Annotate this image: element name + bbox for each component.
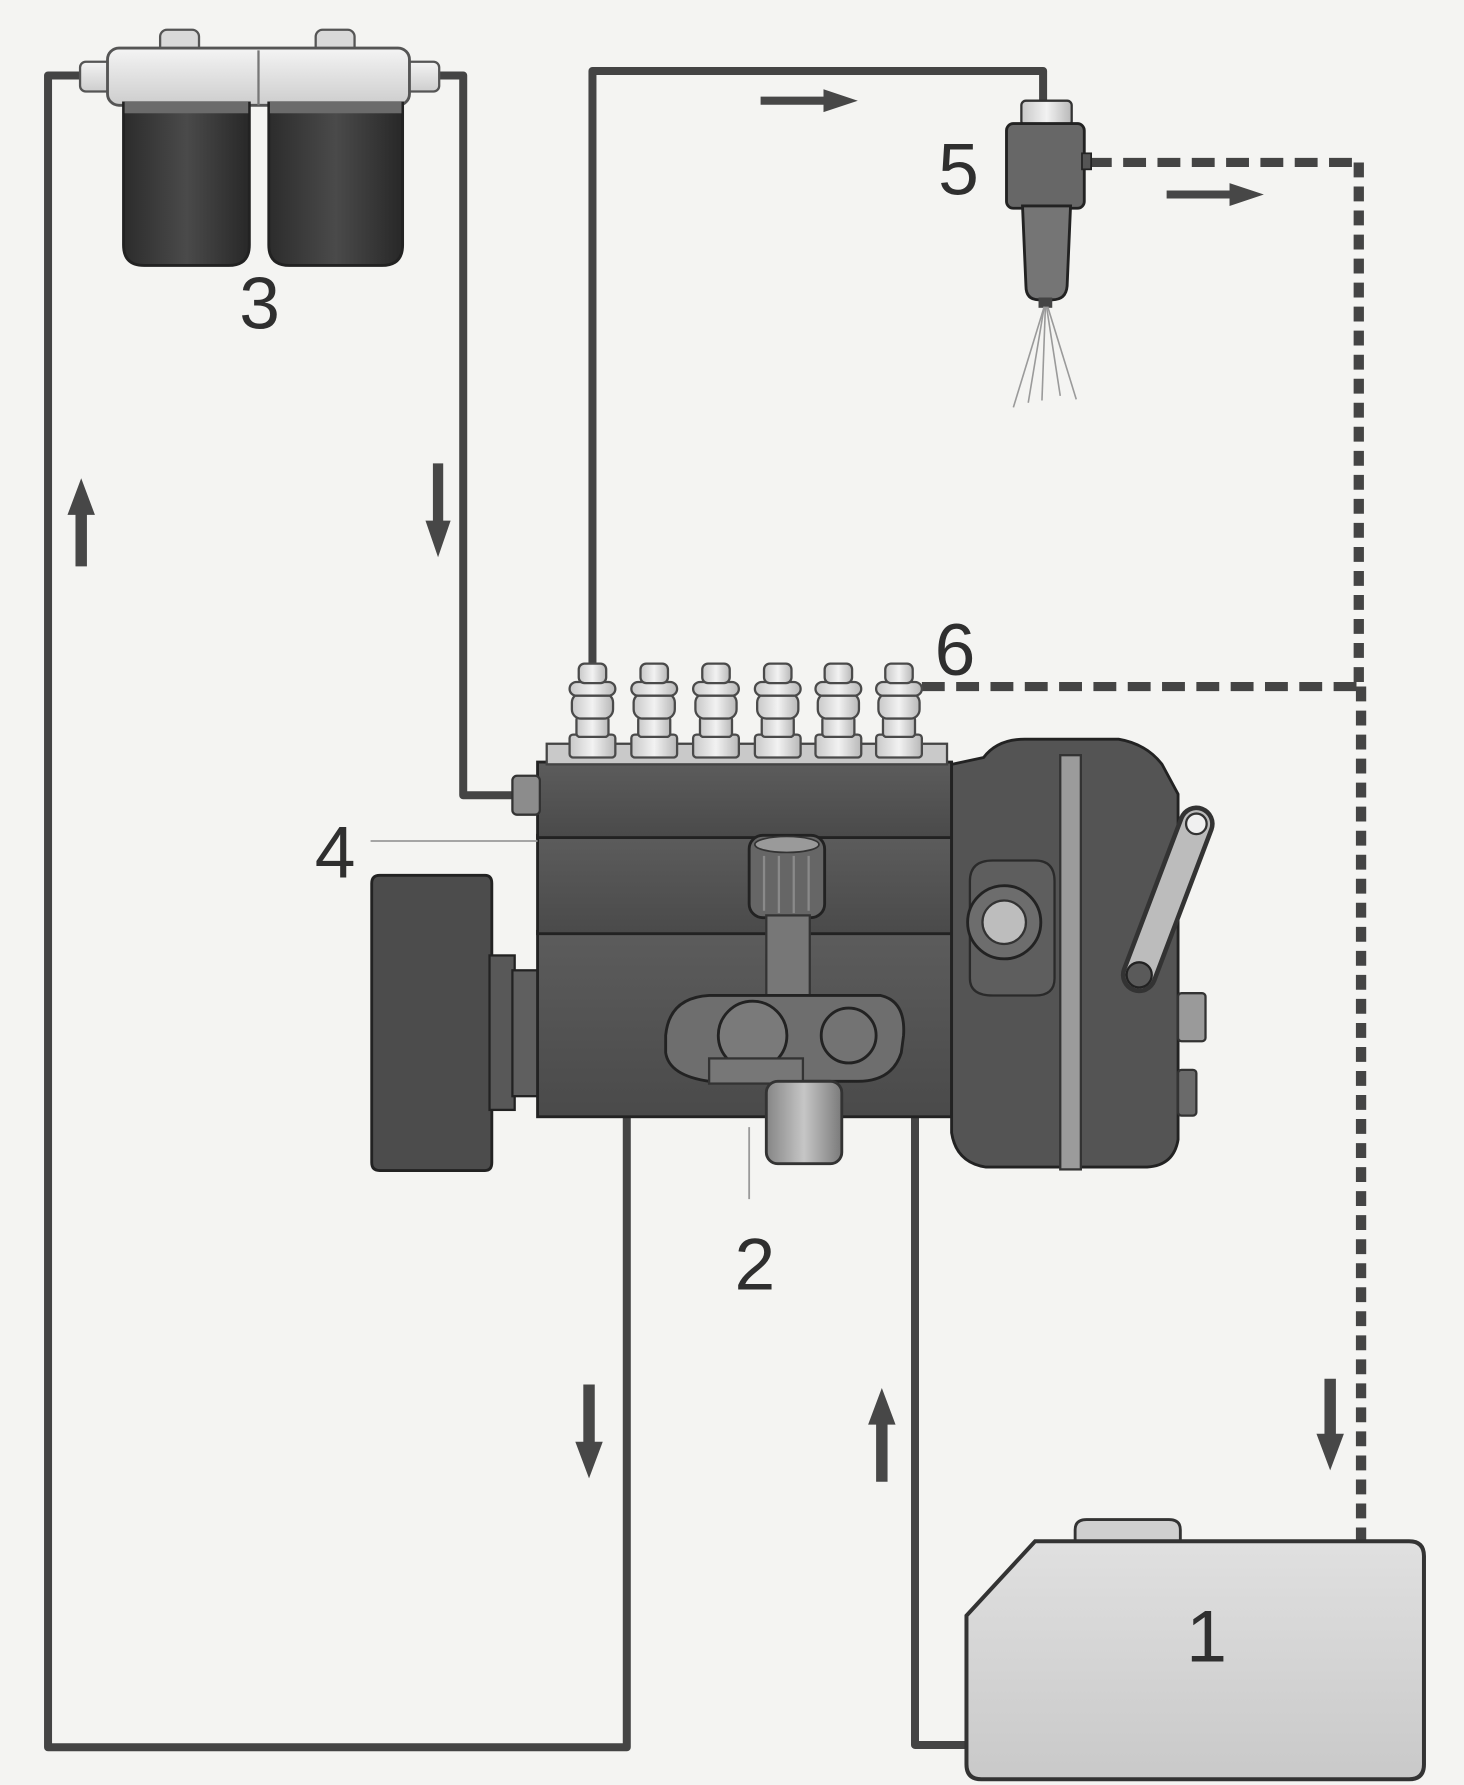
drive-coupling-neck	[511, 969, 541, 1098]
delivery-valve-outlet	[701, 662, 731, 685]
delivery-valve	[814, 662, 863, 759]
delivery-valve-outlet	[823, 662, 854, 685]
hand-primer-top	[754, 835, 820, 854]
fuel-transfer-pump	[664, 833, 906, 1166]
delivery-valve	[630, 662, 679, 759]
flow-arrow-up	[868, 1387, 896, 1482]
transfer-pump-boss-right	[819, 1006, 878, 1065]
label-injector: 5	[938, 129, 979, 211]
delivery-valve-nut	[632, 692, 676, 720]
fuel-tank-filler-cap	[1073, 1518, 1182, 1545]
flow-arrows	[67, 89, 1344, 1482]
spray-jet	[1046, 306, 1078, 400]
delivery-valve-nut	[816, 692, 861, 720]
pump-housing-upper	[536, 760, 954, 840]
delivery-valve-nut	[756, 692, 800, 720]
delivery-valve-outlet	[577, 662, 608, 685]
drive-coupling-hub	[488, 954, 516, 1112]
governor-housing	[950, 737, 1215, 1171]
transfer-pump-base	[707, 1057, 805, 1085]
delivery-valve-outlet	[762, 662, 793, 685]
label-tank: 1	[1186, 1595, 1227, 1677]
fuel-tank	[964, 1518, 1426, 1782]
injector-nozzle-tip	[1038, 297, 1053, 308]
fuel-spray	[1012, 306, 1078, 408]
pump-housing-middle	[536, 833, 954, 936]
high-pressure-line	[588, 66, 1048, 670]
control-lever	[1125, 810, 1211, 989]
spray-jet	[1045, 306, 1062, 397]
delivery-valve-nut	[877, 692, 921, 720]
injector-body	[1005, 122, 1086, 210]
label-injection-pump: 4	[315, 812, 356, 894]
governor-cover-strip	[1059, 754, 1082, 1171]
delivery-valve-nut	[570, 692, 615, 720]
transfer-pump-cylinder	[764, 1079, 844, 1166]
control-lever-eye	[1184, 812, 1208, 836]
spray-jet	[1041, 306, 1047, 401]
governor-side-bolt	[1176, 992, 1207, 1043]
injector-inlet-nut	[1020, 99, 1073, 128]
label-return-line: 6	[935, 609, 976, 691]
delivery-valve	[691, 662, 741, 759]
label-transfer-pump: 2	[735, 1224, 776, 1306]
delivery-valve	[568, 662, 617, 759]
delivery-valve-outlet	[639, 662, 670, 685]
spray-jet	[1027, 306, 1046, 403]
flow-arrow-down	[425, 463, 451, 558]
flow-arrow-right	[1166, 183, 1264, 206]
flow-arrow-up	[67, 478, 95, 567]
control-lever-pivot	[1125, 961, 1153, 989]
filter-outlet-line	[428, 71, 519, 800]
label-filter: 3	[239, 262, 280, 344]
fuel-filter	[78, 28, 441, 267]
governor-lower-boss	[1176, 1068, 1198, 1117]
delivery-valves	[568, 662, 924, 759]
primer-neck	[765, 914, 811, 1002]
filter-bowl-rim-left	[124, 101, 249, 114]
filter-bowl-right	[267, 101, 405, 267]
fuel-tank-body	[964, 1539, 1426, 1782]
delivery-valve	[874, 662, 924, 759]
pump-inlet-fitting	[511, 774, 541, 816]
governor-boss-center	[981, 899, 1028, 946]
flow-arrow-down	[1316, 1378, 1344, 1471]
delivery-valve	[753, 662, 802, 759]
spray-jet	[1012, 306, 1046, 408]
flow-arrow-down	[575, 1384, 603, 1479]
filter-bowl-left	[122, 101, 251, 267]
flow-arrow-right	[760, 89, 858, 113]
drive-coupling-flange	[370, 873, 494, 1172]
injector-return-port	[1081, 152, 1092, 171]
injector-nozzle-holder	[1021, 204, 1073, 302]
injector	[1005, 99, 1092, 408]
delivery-valve-nut	[694, 692, 738, 720]
delivery-valve-outlet	[884, 662, 914, 685]
filter-bowl-rim-right	[269, 101, 402, 114]
